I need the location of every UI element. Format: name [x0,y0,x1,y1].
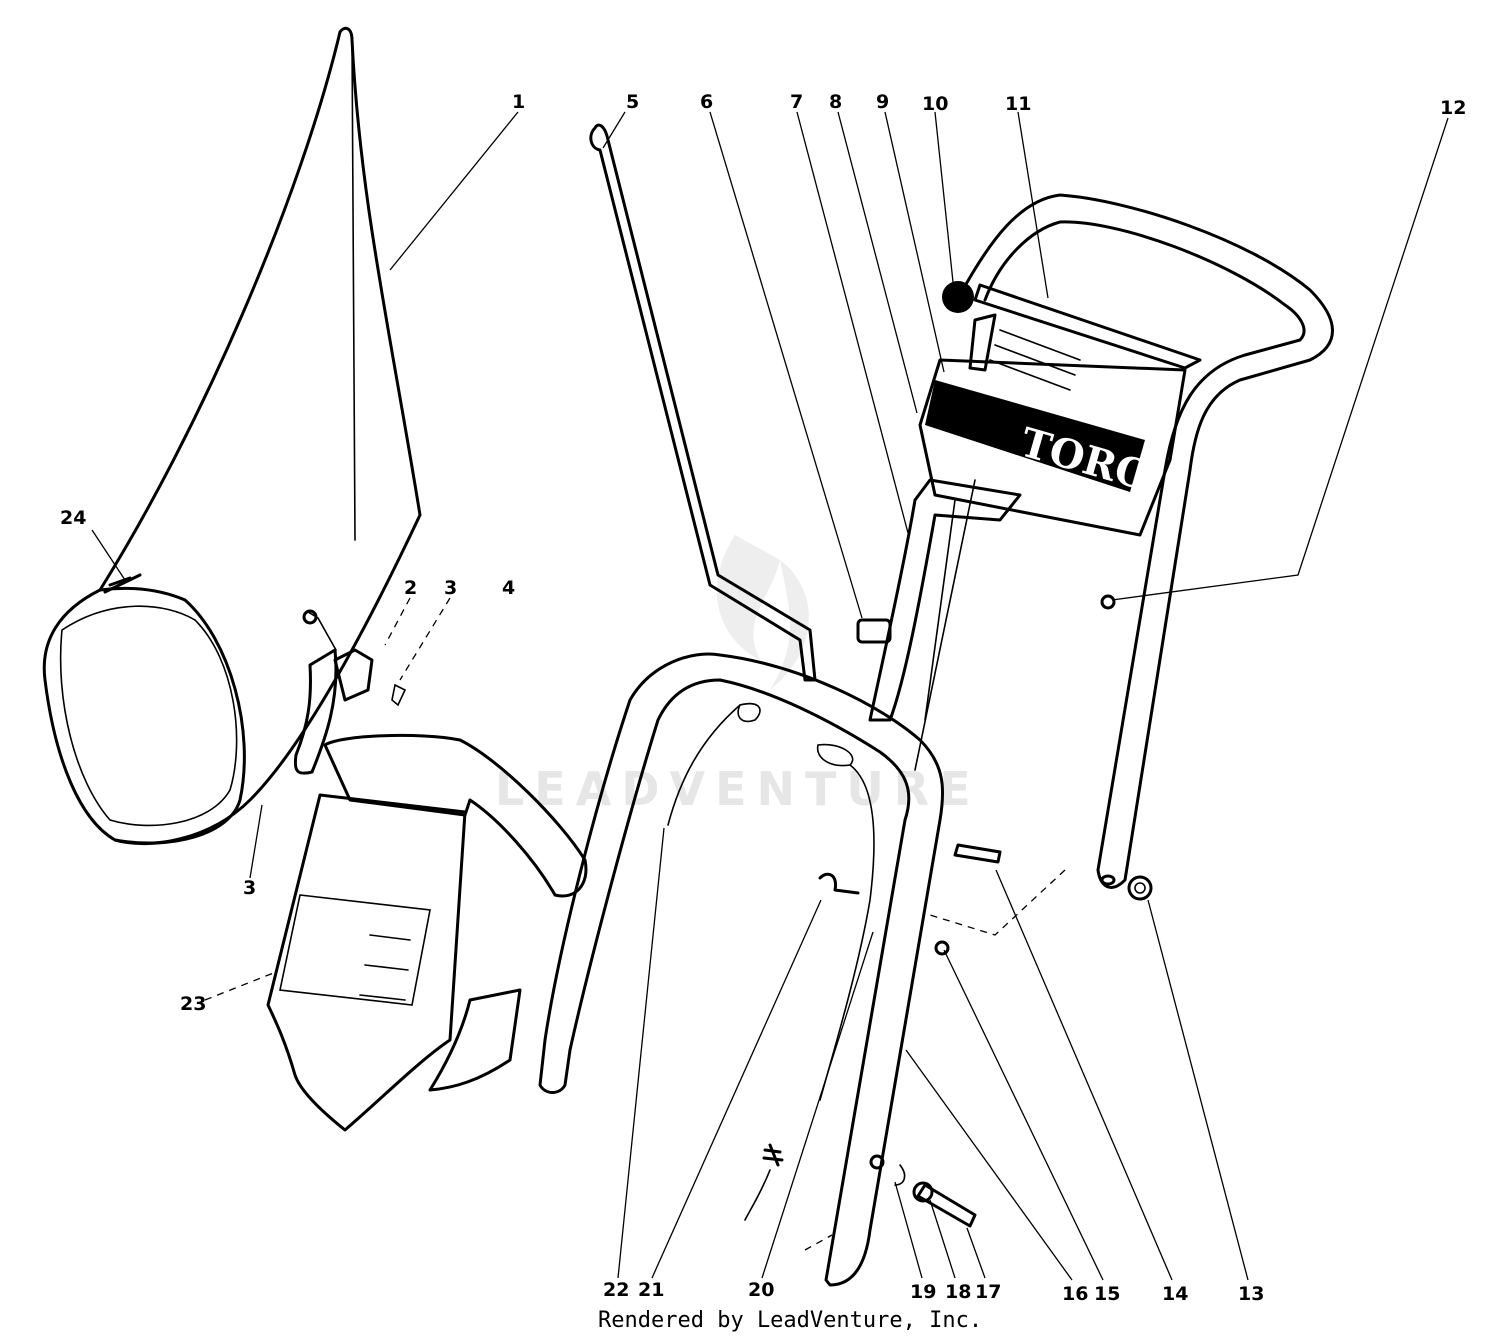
hardware [869,843,1002,1228]
grass-bag [42,26,422,846]
callout-22: 22 [603,1279,629,1301]
leader-lines [91,111,1449,1281]
callout-17: 17 [975,1281,1001,1303]
lower-handle [538,652,945,1287]
callout-13: 13 [1238,1283,1264,1305]
watermark-text: LEADVENTURE [495,762,981,816]
callout-15: 15 [1094,1283,1120,1305]
credit-line: Rendered by LeadVenture, Inc. [598,1308,982,1333]
callout-11: 11 [1005,93,1031,115]
callout-7: 7 [790,91,803,113]
watermark: LEADVENTURE [495,535,981,816]
callout-24: 24 [60,507,86,529]
bag-bracket [293,609,407,775]
callout-20: 20 [748,1279,774,1301]
callout-6: 6 [700,91,713,113]
callout-10: 10 [922,93,948,115]
callout-18: 18 [945,1281,971,1303]
callout-12: 12 [1440,97,1466,119]
callout-3a: 3 [444,577,457,599]
callout-4: 4 [502,577,515,599]
callout-9: 9 [876,91,889,113]
callout-23: 23 [180,993,206,1015]
callout-16: 16 [1062,1283,1088,1305]
callout-14: 14 [1162,1283,1188,1305]
callout-21: 21 [638,1279,664,1301]
callout-3b: 3 [243,877,256,899]
callout-2: 2 [404,577,417,599]
callout-8: 8 [829,91,842,113]
callout-5: 5 [626,91,639,113]
callout-numbers: 1 2 3 3 4 5 6 7 8 9 10 11 12 13 14 15 16… [60,91,1466,1305]
callout-19: 19 [910,1281,936,1303]
callout-1: 1 [512,91,525,113]
control-rod [589,123,817,682]
spacer-block [856,618,892,644]
